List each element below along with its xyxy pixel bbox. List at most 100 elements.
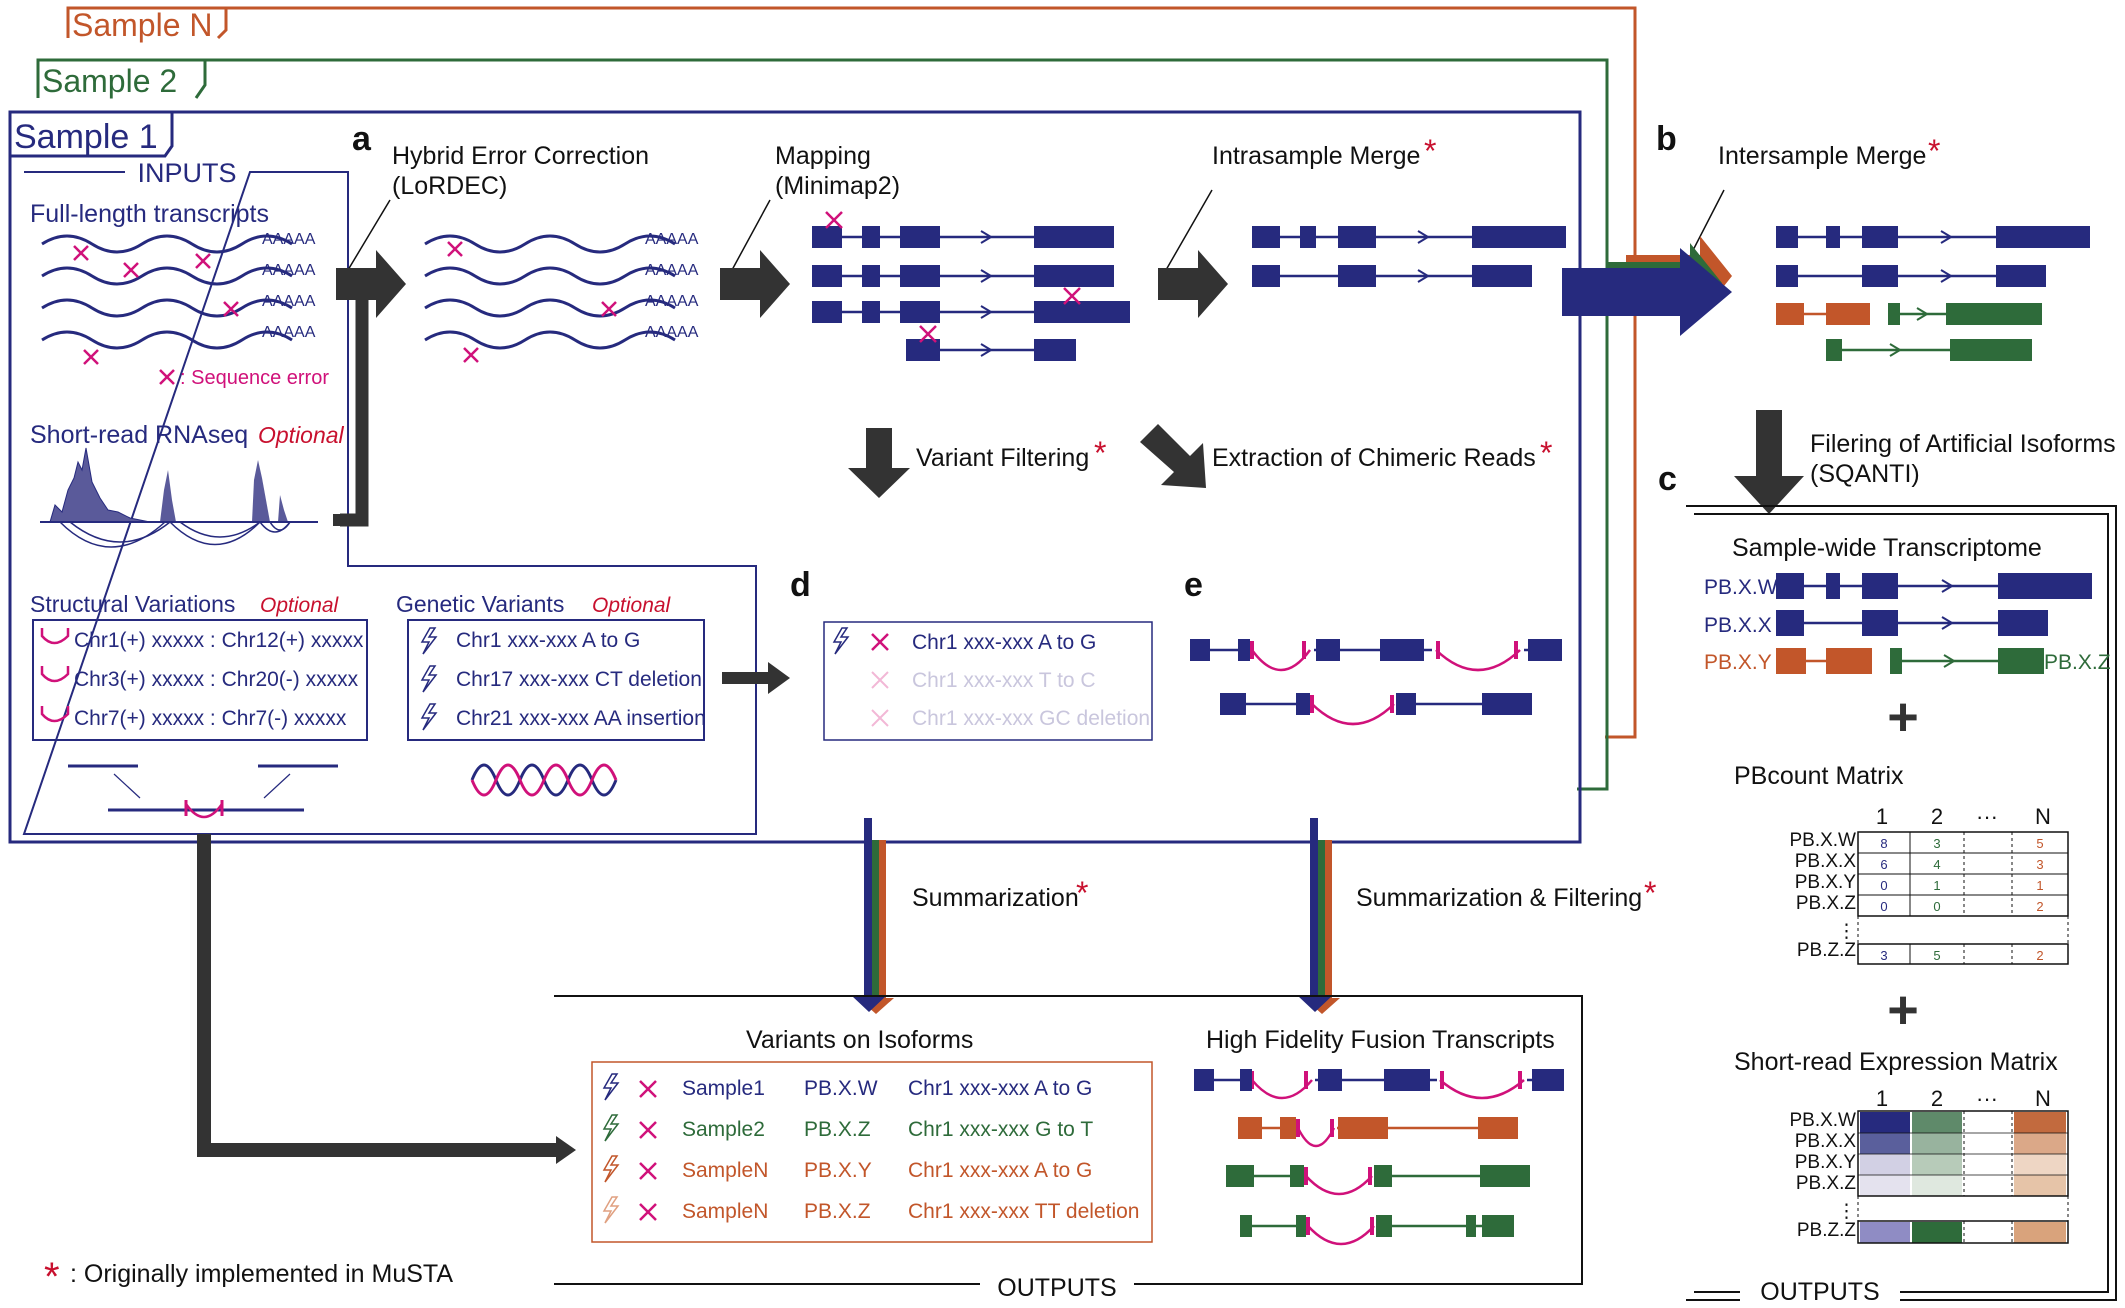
intrasample-label: Intrasample Merge xyxy=(1212,142,1420,170)
variant-d-2: Chr1 xxx-xxx T to C xyxy=(912,669,1096,692)
variant-isoform: PB.X.Z xyxy=(804,1118,871,1141)
arrow-mapping xyxy=(720,250,790,318)
hybrid-label-2: (LoRDEC) xyxy=(392,172,507,200)
inter-isoform-z xyxy=(1888,303,2042,325)
pbcount-cell: 1 xyxy=(2036,878,2043,893)
mapping-label-2: (Minimap2) xyxy=(775,172,900,200)
arrow-intrasample xyxy=(1158,250,1228,318)
pbcount-label: PBcount Matrix xyxy=(1734,762,1904,790)
sample-1-label: Sample 1 xyxy=(14,118,158,156)
variant-sample: SampleN xyxy=(682,1159,768,1182)
sr-cell xyxy=(1912,1112,1962,1133)
sr-row-label: PB.X.X xyxy=(1795,1131,1857,1152)
sv-illustration xyxy=(68,764,338,819)
sr-col-header: 2 xyxy=(1931,1086,1943,1111)
pbcount-cell: 8 xyxy=(1880,836,1887,851)
filtering-label-2: (SQANTI) xyxy=(1810,460,1920,488)
pbcount-row-label: PB.Z.Z xyxy=(1797,940,1857,961)
pbcount-cell: 6 xyxy=(1880,857,1887,872)
footnote-star: * xyxy=(44,1255,60,1299)
mapped-error-2 xyxy=(1063,287,1081,305)
intra-isoform-2 xyxy=(1252,265,1532,287)
sr-cell xyxy=(2014,1175,2066,1196)
pb-x: PB.X.X xyxy=(1704,614,1772,637)
polya-4: AAAAA xyxy=(262,324,316,341)
variant-filtering-star: * xyxy=(1094,435,1106,471)
fusion-label: High Fidelity Fusion Transcripts xyxy=(1206,1026,1555,1054)
sr-col-header: 1 xyxy=(1876,1086,1888,1111)
sr-col-header: N xyxy=(2035,1086,2051,1111)
polya-c3: AAAAA xyxy=(645,293,699,310)
pb-y: PB.X.Y xyxy=(1704,651,1772,674)
mapped-read-3 xyxy=(812,301,1130,323)
pbcount-cell: 2 xyxy=(2036,948,2043,963)
pbcount-cell: 5 xyxy=(1933,948,1940,963)
arrow-chimeric xyxy=(1140,424,1206,488)
sr-row-label: ⋮ xyxy=(1837,1201,1856,1222)
dna-illustration xyxy=(470,763,618,797)
step-c: c xyxy=(1658,460,1677,498)
pbcount-cell: 3 xyxy=(2036,857,2043,872)
sr-cell xyxy=(2014,1222,2066,1243)
mapped-reads xyxy=(812,211,1130,361)
gv-row-2: Chr17 xxx-xxx CT deletion xyxy=(456,668,702,691)
arrow-a xyxy=(336,250,406,318)
c-isoform-y xyxy=(1776,648,1872,674)
outputs-title: OUTPUTS xyxy=(997,1274,1116,1302)
variant-detail: Chr1 xxx-xxx A to G xyxy=(908,1159,1092,1182)
variant-d-1: Chr1 xxx-xxx A to G xyxy=(912,631,1096,654)
lightning-icon xyxy=(603,1114,619,1142)
variant-sample: SampleN xyxy=(682,1200,768,1223)
sample-n-frame: Sample N xyxy=(66,6,1637,739)
pbcount-col-header: 2 xyxy=(1931,804,1943,829)
sr-cell xyxy=(1912,1133,1962,1154)
sr-cell xyxy=(2014,1133,2066,1154)
pb-w: PB.X.W xyxy=(1704,576,1778,599)
coverage-plot xyxy=(40,447,318,548)
corrected-reads: AAAAA AAAAA AAAAA AAAAA xyxy=(424,231,699,363)
summ-filter-label: Summarization & Filtering xyxy=(1356,884,1642,912)
pbcount-row-label: PB.X.Z xyxy=(1796,893,1857,914)
variant-sample: Sample1 xyxy=(682,1077,765,1100)
intrasample-merged-isoforms xyxy=(1252,226,1566,287)
mapped-error-3 xyxy=(919,325,937,343)
pbcount-cell: 2 xyxy=(2036,899,2043,914)
variant-box-d: Chr1 xxx-xxx A to G Chr1 xxx-xxx T to C … xyxy=(823,621,1153,741)
pbcount-cell: 3 xyxy=(1880,948,1887,963)
mapped-read-2 xyxy=(812,265,1114,287)
c-isoform-x xyxy=(1776,610,2048,636)
sv-row-1: Chr1(+) xxxxx : Chr12(+) xxxxx xyxy=(74,629,364,652)
sr-cell xyxy=(2014,1154,2066,1175)
variant-detail: Chr1 xxx-xxx G to T xyxy=(908,1118,1093,1141)
gv-row-3: Chr21 xxx-xxx AA insertion xyxy=(456,707,706,730)
sv-row-3: Chr7(+) xxxxx : Chr7(-) xxxxx xyxy=(74,707,347,730)
sr-cell xyxy=(1912,1222,1962,1243)
step-e: e xyxy=(1184,566,1203,604)
raw-reads xyxy=(41,234,293,350)
sr-cell xyxy=(1912,1175,1962,1196)
polya-3: AAAAA xyxy=(262,293,316,310)
sr-cell xyxy=(1860,1112,1910,1133)
variant-isoform: PB.X.Z xyxy=(804,1200,871,1223)
pbcount-cell: 0 xyxy=(1933,899,1940,914)
sr-cell xyxy=(1860,1175,1910,1196)
chimeric-reads xyxy=(1190,639,1562,726)
summarization-star: * xyxy=(1076,875,1088,911)
polya-2: AAAAA xyxy=(262,262,316,279)
c-isoform-w xyxy=(1776,573,2092,599)
variants-on-isoforms-label: Variants on Isoforms xyxy=(746,1026,973,1054)
sr-grid xyxy=(1857,1110,2069,1197)
filtering-label-1: Filering of Artificial Isoforms xyxy=(1810,430,2116,458)
short-read-optional: Optional xyxy=(258,422,345,448)
variant-cross-icon xyxy=(639,1203,657,1221)
c-isoform-z xyxy=(1890,648,2044,674)
intrasample-star: * xyxy=(1424,133,1436,169)
arrow-summarization xyxy=(852,818,894,1014)
genetic-optional: Optional xyxy=(592,594,672,617)
intersample-star: * xyxy=(1928,133,1940,169)
sample-n-label: Sample N xyxy=(72,7,213,43)
